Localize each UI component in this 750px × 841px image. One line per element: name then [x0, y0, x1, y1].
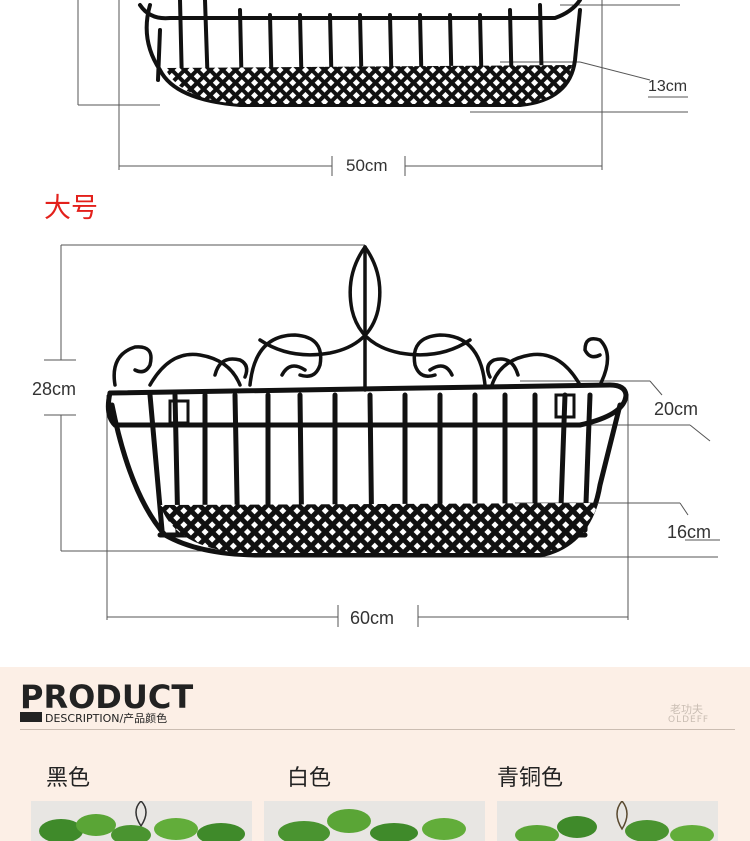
brand-watermark: 老功夫: [670, 703, 703, 716]
color-name-bronze: 青铜色: [497, 766, 564, 791]
color-name-black: 黑色: [46, 766, 91, 791]
product-photo-bronze: [497, 801, 718, 841]
product-title: PRODUCT: [20, 678, 194, 716]
large-dim-depth-bottom: 16cm: [667, 522, 712, 542]
medium-dim-depth-bottom: 13cm: [648, 78, 688, 95]
large-dim-width: 60cm: [350, 608, 395, 628]
large-dim-depth-top: 20cm: [654, 399, 699, 419]
product-photo-black: [31, 801, 252, 841]
medium-dim-width: 50cm: [346, 156, 388, 175]
medium-basket-diagram: [77, 0, 688, 176]
product-divider: [20, 729, 735, 730]
product-subtitle: DESCRIPTION/产品颜色: [45, 712, 168, 725]
size-title-large: 大号: [44, 193, 98, 224]
product-subtitle-bar: [20, 712, 42, 722]
color-name-white: 白色: [287, 766, 332, 791]
large-basket-diagram: [44, 244, 720, 627]
product-photo-white: [264, 801, 485, 841]
brand-watermark-en: OLDEFF: [668, 715, 710, 725]
large-dim-height: 28cm: [32, 379, 77, 399]
